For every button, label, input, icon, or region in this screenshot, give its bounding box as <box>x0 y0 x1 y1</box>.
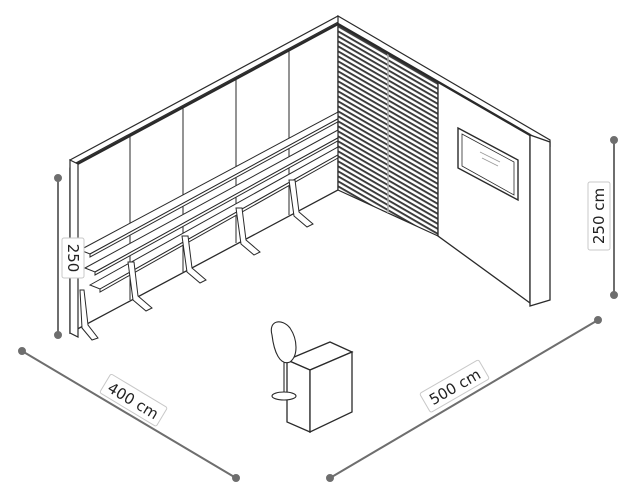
height-left-label: 250 <box>64 244 82 273</box>
height-right-label: 250 cm <box>590 188 608 244</box>
slatwall-panel <box>337 22 439 237</box>
dim-label-400: 400 cm <box>99 373 168 427</box>
dim-label-250-left: 250 <box>61 237 85 279</box>
shelf-brackets <box>79 179 314 341</box>
chair <box>270 321 297 401</box>
wall-shelves <box>78 111 347 293</box>
tv-screen <box>457 126 519 202</box>
dim-label-250-right: 250 cm <box>587 181 611 251</box>
counter <box>285 341 354 434</box>
dimension-lines <box>18 136 618 482</box>
